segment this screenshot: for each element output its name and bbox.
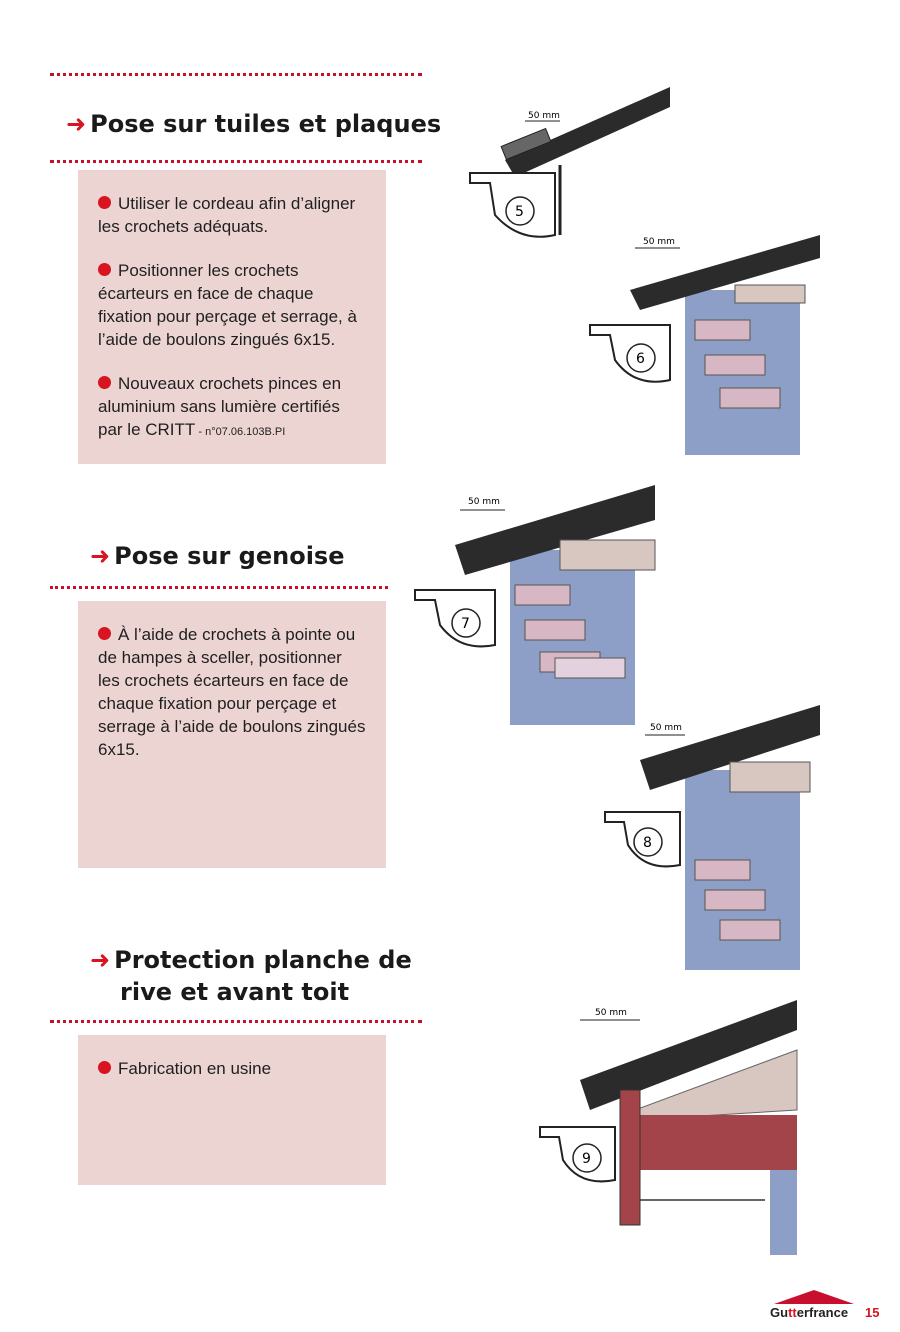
divider-section1 [50,160,422,163]
bullet-icon [98,376,111,389]
divider-section3 [50,1020,422,1023]
figure-6-tile-mount-masonry: 50 mm 6 [589,235,820,455]
arrow-right-icon: ➜ [90,946,111,974]
dimension-label: 50 mm [650,723,682,733]
list-item: Positionner les crochets écarteurs en fa… [98,261,357,349]
brand-logo-text: Gutterfrance [770,1305,849,1320]
dimension-label: 50 mm [528,111,560,121]
arrow-right-icon: ➜ [90,542,111,570]
dimension-label: 50 mm [468,497,500,507]
text-box-protection: Fabrication en usine [78,1035,386,1185]
section-title-tuiles: ➜Pose sur tuiles et plaques [66,110,442,138]
page-number: 15 [865,1305,880,1320]
section-title-protection: ➜Protection planche de rive et avant toi… [90,946,412,1006]
bullet-icon [98,627,111,640]
figure-5-tile-mount: 50 mm 5 [469,87,670,238]
divider-section2 [50,586,388,589]
figure-number: 8 [643,835,652,851]
divider-top [50,73,422,76]
arrow-right-icon: ➜ [66,110,87,138]
figure-number: 7 [461,616,470,632]
figure-number: 9 [582,1151,591,1167]
figure-number: 6 [636,351,645,367]
dimension-label: 50 mm [643,237,675,247]
roof-logo-icon [774,1290,854,1304]
figure-number: 5 [515,204,524,220]
figure-9-fascia-protection: 50 mm 9 [539,1000,798,1255]
bullet-icon [98,1061,111,1074]
list-item: Utiliser le cordeau afin d’aligner les c… [98,194,356,236]
text-box-tuiles: Utiliser le cordeau afin d’aligner les c… [78,170,386,464]
figure-7-genoise-mount: 50 mm 7 [414,485,656,725]
certification-note: - n°07.06.103B.PI [195,426,286,438]
dimension-label: 50 mm [595,1008,627,1018]
list-item: Nouveaux crochets pinces en aluminium sa… [98,374,342,439]
list-item: Fabrication en usine [98,1057,368,1080]
section-title-genoise: ➜Pose sur genoise [90,542,345,570]
figure-8-genoise-bracket: 50 mm 8 [604,705,820,970]
bullet-icon [98,263,111,276]
list-item: À l’aide de crochets à pointe ou de hamp… [98,625,366,759]
bullet-icon [98,196,111,209]
text-box-genoise: À l’aide de crochets à pointe ou de hamp… [78,601,386,868]
